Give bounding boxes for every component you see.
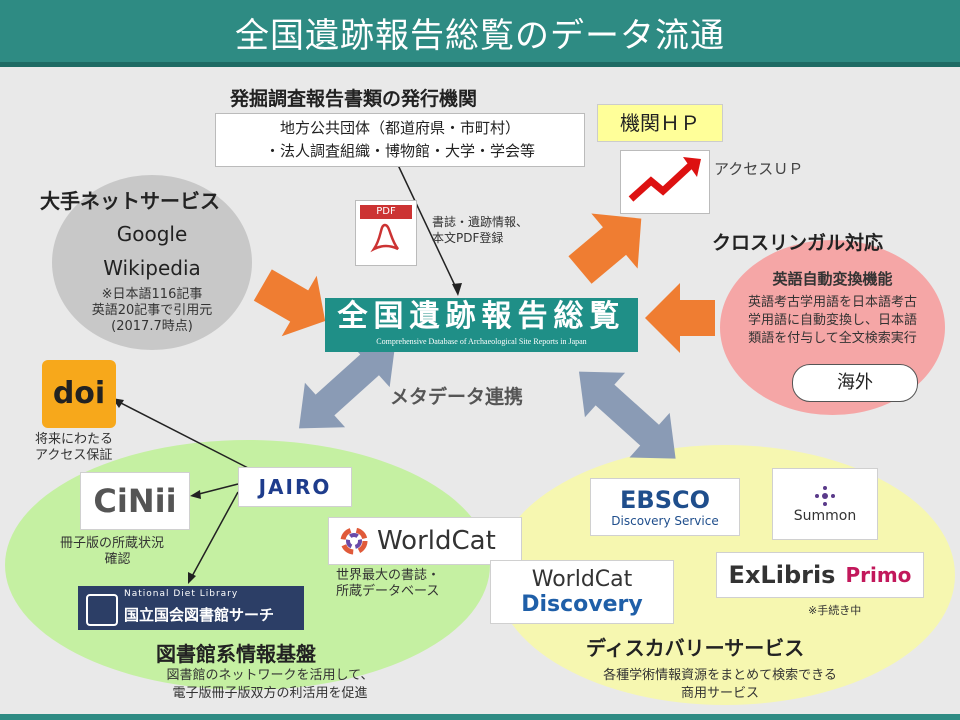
worldcat-logo: WorldCat <box>328 517 522 565</box>
worldcat-note-1: 世界最大の書誌・ <box>336 568 441 583</box>
big-net-note-3: (2017.7時点) <box>111 319 193 334</box>
trend-arrow-icon <box>628 157 701 202</box>
discovery-title: ディスカバリーサービス <box>586 636 805 660</box>
ndl-logo: National Diet Library 国立国会図書館サーチ <box>78 586 304 630</box>
discovery-desc-2: 商用サービス <box>680 686 759 701</box>
discovery-desc-1: 各種学術情報資源をまとめて検索できる <box>603 668 837 683</box>
worldcat-logo-text: WorldCat <box>377 526 496 556</box>
ebsco-logo-top: EBSCO <box>620 486 710 514</box>
crosslingual-subtitle: 英語自動変換機能 <box>772 270 893 288</box>
publisher-line <box>397 164 459 293</box>
cinii-logo-text: CiNii <box>93 482 177 520</box>
publishers-box: 地方公共団体（都道府県・市町村） ・法人調査組織・博物館・大学・学会等 <box>215 113 585 167</box>
library-desc-1: 図書館のネットワークを活用して、 <box>166 668 374 683</box>
center-logo-title: 全国遺跡報告総覧 <box>337 299 626 334</box>
acrobat-icon <box>370 223 400 253</box>
big-net-circle <box>52 175 252 350</box>
doi-logo-text: doi <box>52 376 106 411</box>
metadata-link-label: メタデータ連携 <box>390 386 524 408</box>
overseas-badge: 海外 <box>792 364 918 402</box>
big-net-title: 大手ネットサービス <box>40 189 220 213</box>
cinii-note-2: 確認 <box>104 552 131 567</box>
primo-logo-text: Primo <box>845 563 912 587</box>
ndl-logo-bottom: 国立国会図書館サーチ <box>124 606 275 624</box>
ebsco-logo: EBSCO Discovery Service <box>590 478 740 536</box>
exlibris-logo-text: ExLibris <box>728 561 836 589</box>
publishers-line2: ・法人調査組織・博物館・大学・学会等 <box>264 142 535 160</box>
jairo-to-doi-line <box>114 399 253 471</box>
big-net-note-1: ※日本語116記事 <box>101 287 203 302</box>
jairo-logo-text: JAIRO <box>258 475 332 499</box>
jairo-to-ndl-line <box>189 491 239 581</box>
worldcat-discovery-logo: WorldCat Discovery <box>490 560 674 624</box>
publishers-title: 発掘調査報告書類の発行機関 <box>230 88 478 110</box>
access-up-text: アクセスＵＰ <box>714 160 804 178</box>
pdf-icon: PDF <box>355 200 417 266</box>
worldcat-note-2: 所蔵データベース <box>336 584 440 599</box>
center-logo: 全国遺跡報告総覧 Comprehensive Database of Archa… <box>325 298 638 352</box>
ebsco-logo-bottom: Discovery Service <box>611 514 719 528</box>
worldcat-swirl-icon <box>340 527 368 555</box>
wikipedia-text: Wikipedia <box>103 256 201 280</box>
doi-note-2: アクセス保証 <box>35 448 113 463</box>
summon-dots-icon <box>815 486 835 506</box>
crosslingual-desc-1: 英語考古学用語を日本語考古 <box>747 295 917 310</box>
publisher-line-head <box>452 283 462 296</box>
crosslingual-desc-3: 類語を付与して全文検索実行 <box>748 331 917 346</box>
doi-logo: doi <box>42 360 116 428</box>
crosslingual-desc-2: 学用語に自動変換し、日本語 <box>747 313 917 328</box>
crosslingual-title: クロスリンガル対応 <box>712 232 884 254</box>
worldcat-discovery-bottom: Discovery <box>521 592 643 617</box>
pdf-icon-label: PDF <box>360 205 412 219</box>
doi-note-1: 将来にわたる <box>35 432 114 447</box>
library-title: 図書館系情報基盤 <box>156 642 316 666</box>
summon-logo: Summon <box>772 468 878 540</box>
summon-logo-text: Summon <box>793 508 857 524</box>
cinii-logo: CiNii <box>80 472 190 530</box>
jairo-to-cinii-line <box>194 483 239 496</box>
pdf-note-2: 本文PDF登録 <box>432 231 504 245</box>
big-net-note-2: 英語20記事で引用元 <box>91 303 213 318</box>
pdf-note-1: 書誌・遺跡情報、 <box>432 215 529 229</box>
trend-chart-icon <box>620 150 710 214</box>
hp-box: 機関ＨＰ <box>597 104 723 142</box>
page-title: 全国遺跡報告総覧のデータ流通 <box>235 16 725 56</box>
library-desc-2: 電子版冊子版双方の利活用を促進 <box>172 686 368 701</box>
ndl-emblem-icon <box>86 594 118 626</box>
orange-arrow-right <box>645 283 715 353</box>
footer-bar <box>0 714 960 720</box>
center-logo-subtitle: Comprehensive Database of Archaeological… <box>376 337 587 346</box>
worldcat-discovery-top: WorldCat <box>531 567 633 592</box>
cinii-note-1: 冊子版の所蔵状況 <box>60 536 165 551</box>
orange-arrow-left <box>253 269 326 337</box>
jairo-logo: JAIRO <box>238 467 352 507</box>
ndl-logo-top: National Diet Library <box>124 589 239 599</box>
exlibris-primo-logo: ExLibris Primo <box>716 552 924 598</box>
publishers-line1: 地方公共団体（都道府県・市町村） <box>279 119 520 137</box>
blue-arrow-right <box>578 371 676 459</box>
orange-arrow-up <box>568 213 642 284</box>
pending-note: ※手続き中 <box>808 604 862 617</box>
blue-arrow-left <box>298 341 396 429</box>
header-bar <box>0 0 960 67</box>
google-text: Google <box>116 222 188 246</box>
